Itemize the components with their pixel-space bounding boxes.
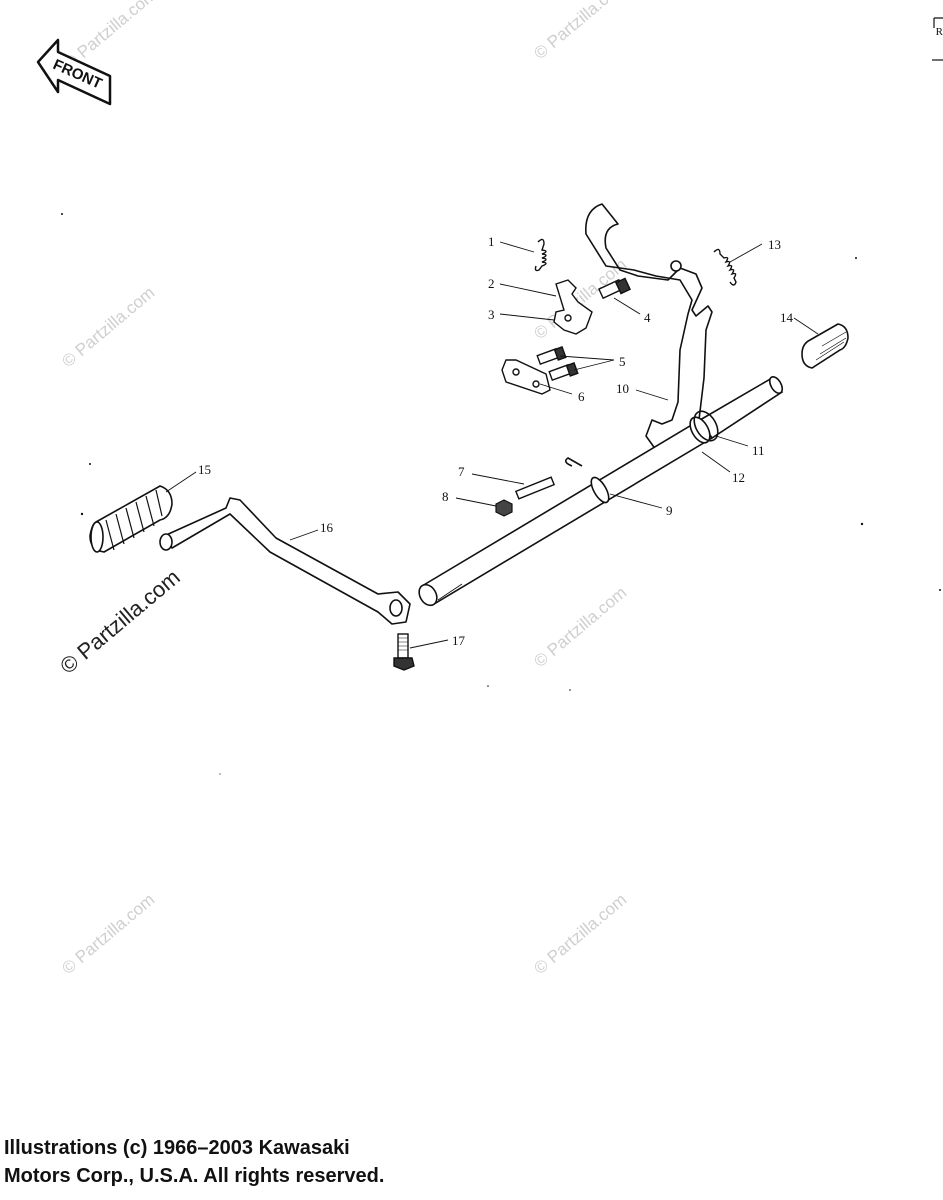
callout-1: 1 (488, 234, 495, 249)
part-15-footpeg-rubber (89, 485, 173, 553)
watermark-7: © Partzilla.com (58, 890, 158, 978)
callout-3: 3 (488, 307, 495, 322)
callout-12: 12 (732, 470, 745, 485)
callout-15: 15 (198, 462, 211, 477)
callout-7: 7 (458, 464, 465, 479)
watermark-6: © Partzilla.com (530, 583, 630, 671)
part-8-nut (495, 499, 513, 517)
callout-13: 13 (768, 237, 781, 252)
part-7-pin (514, 476, 556, 500)
part-5-screws (536, 346, 579, 382)
watermark-3: © Partzilla.com (58, 283, 158, 371)
callout-10: 10 (616, 381, 629, 396)
copyright-notice: Illustrations (c) 1966–2003 Kawasaki Mot… (4, 1137, 385, 1187)
callout-14: 14 (780, 310, 794, 325)
callout-5: 5 (619, 354, 626, 369)
part-16-shift-pedal (159, 497, 411, 625)
part-6-plate (501, 359, 551, 395)
callout-4: 4 (644, 310, 651, 325)
part-17-bolt (393, 633, 415, 671)
part-2-3-pawl-plate (553, 279, 593, 335)
callout-6: 6 (578, 389, 585, 404)
part-1-spring (534, 238, 547, 272)
scan-specks (61, 213, 941, 775)
leader-lines (165, 241, 819, 649)
callout-9: 9 (666, 503, 673, 518)
part-13-spring (713, 248, 737, 286)
watermark-5: © Partzilla.com (55, 564, 185, 678)
part-10-shift-arm (585, 203, 713, 453)
callout-16: 16 (320, 520, 334, 535)
callout-numbers: 1 2 3 4 5 6 7 8 9 10 11 12 13 14 15 16 1… (198, 234, 794, 648)
edge-fragment (932, 17, 943, 61)
watermark-8: © Partzilla.com (530, 890, 630, 978)
part-14-collar (801, 323, 849, 369)
callout-17: 17 (452, 633, 466, 648)
callout-2: 2 (488, 276, 495, 291)
watermark-2: © Partzilla.com (530, 0, 630, 63)
callout-8: 8 (442, 489, 449, 504)
part-4-bolt (597, 277, 631, 300)
callout-11: 11 (752, 443, 765, 458)
shift-shaft (418, 376, 784, 607)
edge-letter: R (935, 26, 943, 38)
